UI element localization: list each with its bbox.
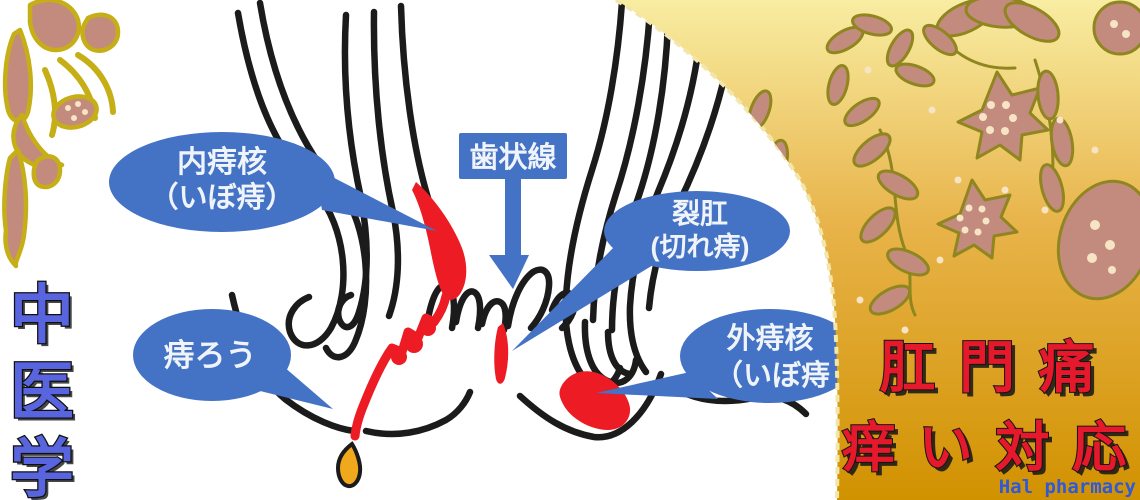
svg-text:学: 学 bbox=[13, 435, 77, 500]
gold-floral-ornament bbox=[2, 0, 121, 269]
arrow-head-icon bbox=[489, 255, 529, 289]
svg-text:中: 中 bbox=[13, 281, 77, 356]
panel-title-line1: 肛 門 痛 bbox=[880, 335, 1097, 401]
svg-text:肛 門 痛: 肛 門 痛 bbox=[884, 339, 1101, 405]
anal-fissure-sublabel: (切れ痔) bbox=[651, 231, 750, 262]
internal-hemorrhoid-shape bbox=[412, 182, 467, 300]
pus-droplet bbox=[335, 441, 363, 489]
callout-anal-fissure: 裂肛 (切れ痔) bbox=[512, 191, 790, 351]
banner-char-2: 医 bbox=[10, 355, 74, 430]
external-hemorrhoid-label: 外痔核 bbox=[726, 321, 813, 355]
svg-text:医: 医 bbox=[13, 358, 77, 433]
lesion-shapes bbox=[335, 182, 631, 489]
panel-rim bbox=[614, 0, 840, 500]
pharmacy-brand: Hal pharmacy bbox=[999, 476, 1136, 498]
panel-title-line2: 痒 い 対 応 bbox=[842, 415, 1128, 479]
internal-hemorrhoid-label: 内痔核 bbox=[177, 146, 267, 179]
anal-fistula-label: 痔ろう bbox=[164, 338, 257, 373]
svg-text:痒 い 対 応: 痒 い 対 応 bbox=[846, 419, 1132, 483]
internal-hemorrhoid-sublabel: （いぼ痔） bbox=[149, 180, 294, 214]
arrow-shaft bbox=[505, 179, 521, 255]
external-hemorrhoid-shape bbox=[559, 371, 631, 430]
callout-internal-hemorrhoid: 内痔核 （いぼ痔） bbox=[109, 132, 437, 232]
anal-fissure-label: 裂肛 bbox=[672, 198, 728, 229]
dentate-line-label: 歯状線 bbox=[469, 140, 556, 174]
external-hemorrhoid-sublabel: （いぼ痔 bbox=[714, 358, 830, 392]
banner-char-1: 中 bbox=[10, 278, 74, 353]
anal-fissure-shape bbox=[494, 323, 509, 384]
dentate-line-callout: 歯状線 bbox=[459, 133, 567, 289]
banner-char-3: 学 bbox=[10, 432, 74, 500]
callout-anal-fistula: 痔ろう bbox=[133, 309, 333, 409]
left-banner-text: 中 中 医 医 学 学 bbox=[9, 277, 77, 500]
fistula-tract bbox=[350, 291, 451, 441]
callout-external-hemorrhoid: 外痔核 （いぼ痔 bbox=[596, 309, 860, 403]
panel-title: 肛 門 痛 肛 門 痛 痒 い 対 応 痒 い 対 応 bbox=[841, 334, 1132, 483]
